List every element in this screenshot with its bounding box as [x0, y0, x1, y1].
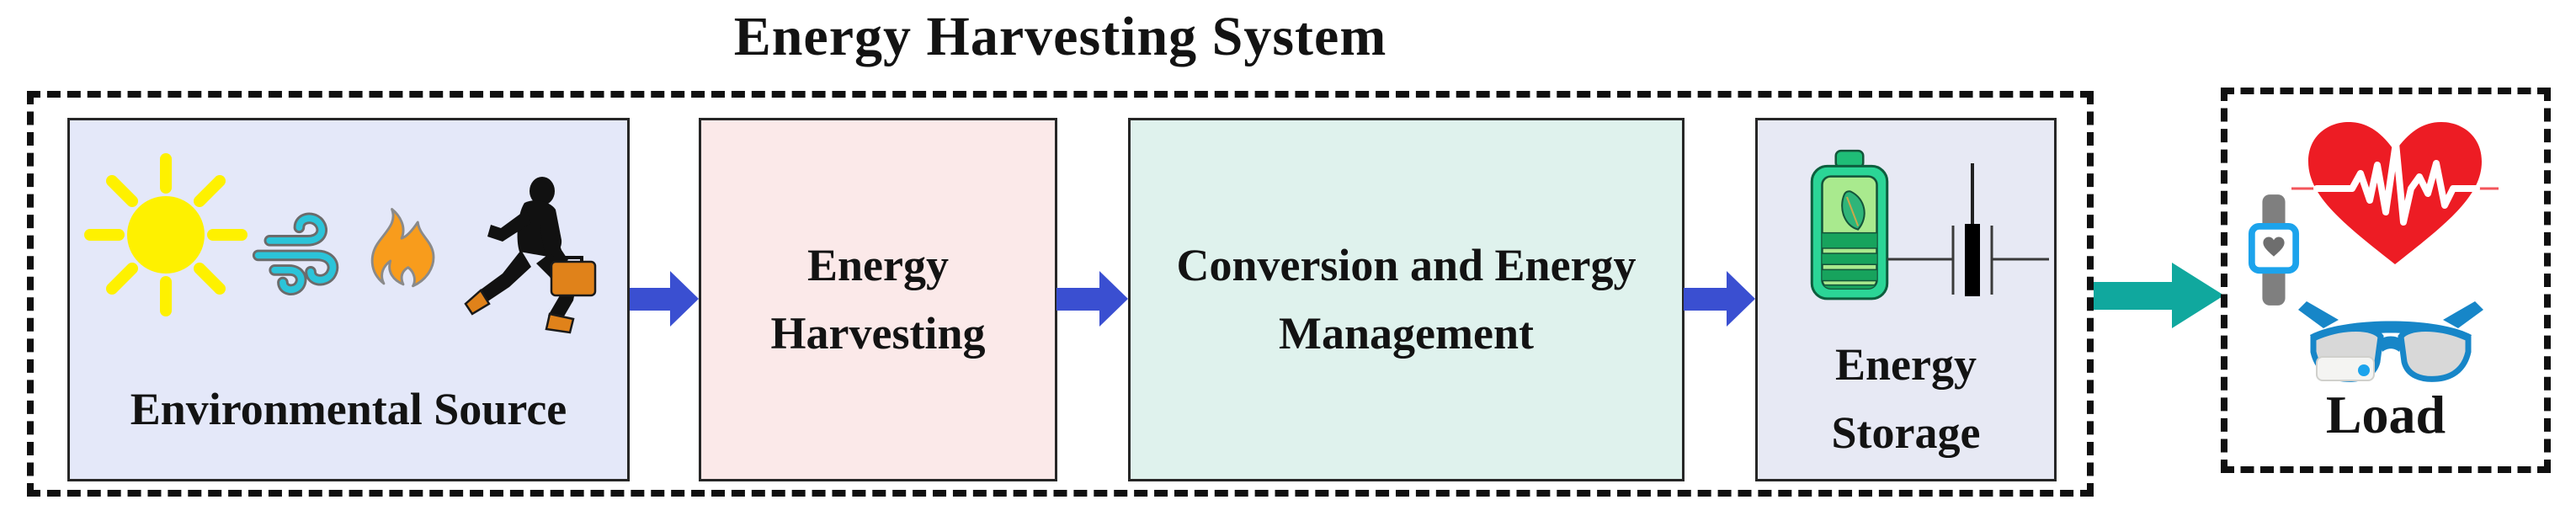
- smart-glasses-icon: [2298, 301, 2483, 382]
- block-conversion-energy-management: Conversion and Energy Management: [1128, 118, 1685, 481]
- fire-icon: [370, 208, 435, 288]
- flow-arrow-storage-to-load: [2094, 263, 2224, 328]
- arrow-shaft: [1684, 287, 1727, 311]
- block-label-energy-harvesting: Energy Harvesting: [770, 240, 986, 359]
- arrow-head: [1099, 271, 1128, 327]
- load-label: Load: [2325, 385, 2446, 444]
- flow-arrow-harvesting-to-conversion: [1056, 271, 1128, 327]
- arrow-head: [670, 271, 699, 327]
- capacitor-icon: [1887, 163, 2049, 296]
- block-energy-harvesting: Energy Harvesting: [699, 118, 1057, 481]
- arrow-head: [1727, 271, 1755, 327]
- figure-title: Energy Harvesting System: [733, 6, 1387, 67]
- heart-ecg-icon: [2291, 122, 2499, 264]
- arrow-shaft: [2094, 281, 2172, 310]
- sun-icon: [84, 153, 247, 316]
- block-label-energy-storage: Energy Storage: [1831, 339, 1981, 458]
- block-energy-storage: Energy Storage: [1755, 118, 2057, 481]
- flow-arrow-source-to-harvesting: [630, 271, 699, 327]
- block-environmental-source: Environmental Source: [67, 118, 630, 481]
- battery-icon: [1810, 149, 1889, 300]
- arrow-head: [2172, 263, 2224, 328]
- block-label-conversion-energy-management: Conversion and Energy Management: [1176, 240, 1637, 359]
- block-label-environmental-source: Environmental Source: [130, 384, 567, 434]
- arrow-shaft: [630, 287, 670, 311]
- wind-icon: [252, 212, 339, 295]
- flow-arrow-conversion-to-storage: [1684, 271, 1755, 327]
- arrow-shaft: [1056, 287, 1099, 311]
- smartwatch-icon: [2248, 194, 2300, 306]
- system-boundary: [27, 91, 2094, 497]
- load-boundary: Load: [2221, 88, 2551, 473]
- walking-person-icon: [464, 177, 597, 334]
